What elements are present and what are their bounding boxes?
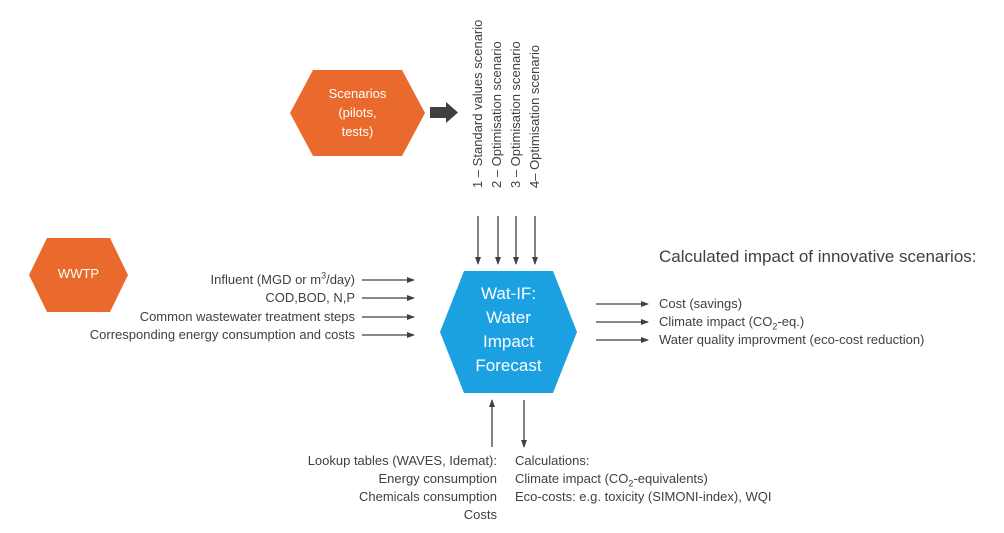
calculations-text: -equivalents) [633, 471, 708, 486]
output-text: Climate impact (CO [659, 314, 773, 329]
output-label-3: Water quality improvment (eco-cost reduc… [659, 332, 925, 347]
output-text: -eq.) [777, 314, 805, 329]
lookup-line: Costs [463, 507, 497, 522]
lookup-block: Lookup tables (WAVES, Idemat): Energy co… [308, 452, 497, 524]
lookup-line: Energy consumption [378, 471, 497, 486]
input-label-4: Corresponding energy consumption and cos… [89, 327, 355, 342]
wwtp-hexagon [29, 238, 128, 312]
calculations-line: Calculations: [515, 453, 590, 468]
output-sub: 2 [772, 321, 778, 332]
input-label-3: Common wastewater treatment steps [139, 309, 355, 324]
wat-if-hexagon [440, 271, 577, 393]
lookup-line: Chemicals consumption [358, 489, 497, 504]
lookup-line: Lookup tables (WAVES, Idemat): [307, 453, 497, 468]
input-text: /day) [326, 272, 355, 287]
calculations-sub: 2 [628, 478, 634, 489]
scenarios-label-line: (pilots, [338, 105, 377, 120]
scenario-item-3: 3 – Optimisation scenario [508, 41, 523, 188]
block-arrow-icon [430, 102, 458, 123]
wat-if-label-line: Water [486, 308, 531, 327]
scenarios-label: Scenarios (pilots, tests) [313, 84, 402, 141]
output-label-1: Cost (savings) [659, 296, 743, 311]
input-label-1: Influent (MGD or m3/day) [211, 271, 355, 289]
input-text: Influent (MGD or m [210, 272, 322, 287]
wat-if-label: Wat-IF: Water Impact Forecast [464, 282, 553, 378]
scenario-item-2: 2 – Optimisation scenario [489, 41, 504, 188]
wat-if-label-line: Impact [482, 332, 535, 351]
scenarios-hexagon [290, 70, 425, 156]
calculations-line: Eco-costs: e.g. toxicity (SIMONI-index),… [515, 489, 772, 504]
input-label-2: COD,BOD, N,P [265, 290, 355, 305]
wwtp-label: WWTP [57, 266, 100, 281]
scenario-item-4: 4– Optimisation scenario [527, 44, 542, 188]
outputs-heading: Calculated impact of innovative scenario… [659, 247, 977, 266]
calculations-line: Climate impact (CO2-equivalents) [515, 470, 771, 488]
output-label-2: Climate impact (CO2-eq.) [659, 313, 804, 331]
calculations-block: Calculations: Climate impact (CO2-equiva… [515, 452, 771, 506]
input-sup: 3 [321, 270, 327, 281]
scenarios-label-line: Scenarios [328, 86, 387, 101]
wat-if-label-line: Forecast [475, 356, 542, 375]
wat-if-label-line: Wat-IF: [480, 284, 537, 303]
scenarios-label-line: tests) [341, 124, 374, 139]
scenario-item-1: 1 – Standard values scenario [470, 19, 485, 188]
calculations-text: Climate impact (CO [515, 471, 629, 486]
